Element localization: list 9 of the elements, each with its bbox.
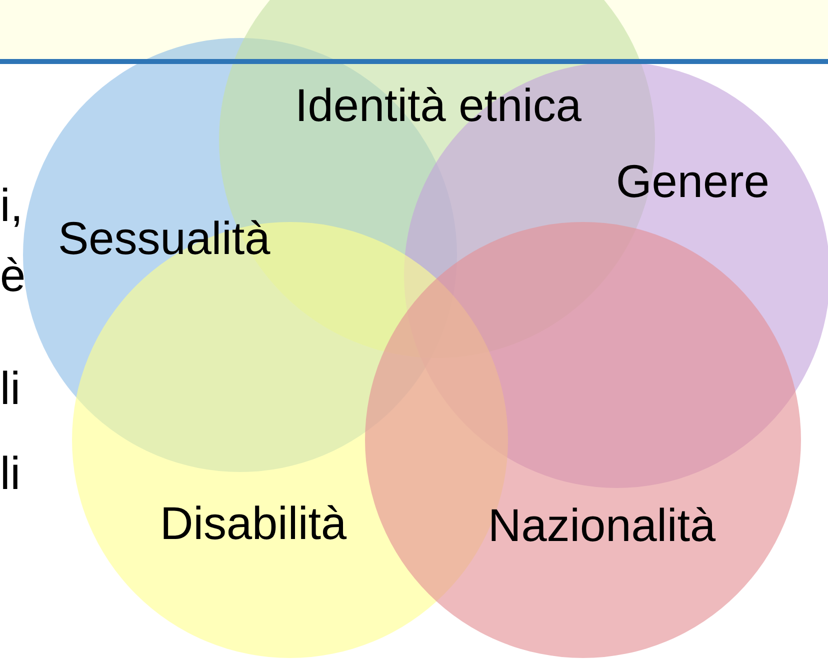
circle-label: Nazionalità (488, 502, 716, 548)
text-fragment: è (0, 252, 26, 298)
circle-label: Sessualità (58, 215, 270, 261)
text-fragment: li (0, 450, 20, 496)
circle-label: Genere (616, 158, 770, 204)
text-fragment: i, (0, 182, 23, 228)
text-fragment: li (0, 365, 20, 411)
circle-label: Disabilità (160, 500, 347, 546)
circle-label: Identità etnica (295, 82, 582, 128)
